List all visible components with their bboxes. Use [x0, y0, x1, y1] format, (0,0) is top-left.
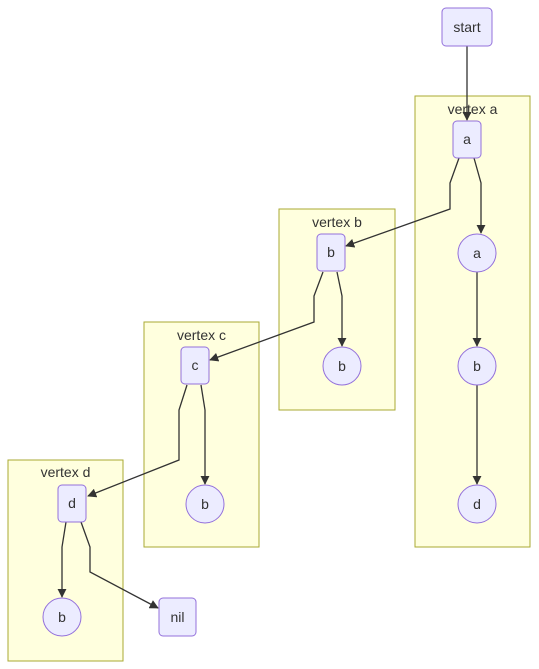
node-a-circle: a — [457, 233, 497, 273]
edge-c-box-to-d-box — [87, 384, 188, 498]
node-c-circle: b — [185, 484, 225, 524]
node-b-box-label: b — [327, 244, 335, 260]
node-a-b-circle: b — [457, 346, 497, 386]
cluster-vertex-a: vertex a — [414, 95, 531, 548]
node-b-circle-label: b — [338, 358, 346, 374]
node-c-box-label: c — [192, 357, 199, 373]
node-start-label: start — [453, 19, 480, 35]
node-a-d-circle: d — [457, 484, 497, 524]
node-a-b-circle-label: b — [473, 358, 481, 374]
node-a-circle-shape — [457, 233, 497, 273]
edge-a-to-a-circle — [473, 157, 486, 234]
cluster-vertex-c-title: vertex c — [177, 327, 226, 343]
node-b-box-shape — [316, 233, 346, 272]
node-c-box-shape — [180, 346, 210, 385]
node-nil-label: nil — [170, 609, 184, 625]
node-d-circle: b — [42, 597, 82, 637]
node-d-box-shape — [57, 484, 87, 523]
node-a-b-circle-shape — [457, 346, 497, 386]
node-b-circle: b — [322, 346, 362, 386]
edge-a-to-b-box — [345, 157, 460, 248]
node-start-shape — [441, 7, 493, 47]
edge-b-box-to-c-box — [209, 271, 324, 362]
node-a-box-shape — [452, 120, 482, 159]
node-b-circle-shape — [322, 346, 362, 386]
node-a-box: a — [452, 120, 482, 159]
node-c-circle-label: b — [201, 496, 209, 512]
node-start: start — [441, 7, 493, 47]
node-a-circle-label: a — [473, 245, 481, 261]
node-a-d-circle-label: d — [473, 496, 481, 512]
node-d-circle-label: b — [58, 609, 66, 625]
node-c-circle-shape — [185, 484, 225, 524]
node-d-box-label: d — [68, 495, 76, 511]
node-nil: nil — [158, 597, 197, 637]
edge-c-box-to-c-circle — [200, 384, 210, 485]
cluster-vertex-d-title: vertex d — [41, 464, 91, 480]
node-d-box: d — [57, 484, 87, 523]
node-a-d-circle-shape — [457, 484, 497, 524]
cluster-vertex-a-title: vertex a — [448, 101, 498, 117]
edge-b-box-to-b-circle — [336, 271, 347, 347]
edge-d-box-to-d-circle — [57, 521, 67, 598]
node-nil-shape — [158, 597, 197, 637]
edge-d-box-to-nil — [80, 521, 159, 609]
node-c-box: c — [180, 346, 210, 385]
node-a-box-label: a — [463, 131, 471, 147]
cluster-vertex-a-box — [414, 95, 531, 548]
node-d-circle-shape — [42, 597, 82, 637]
node-b-box: b — [316, 233, 346, 272]
cluster-vertex-b-title: vertex b — [312, 214, 362, 230]
